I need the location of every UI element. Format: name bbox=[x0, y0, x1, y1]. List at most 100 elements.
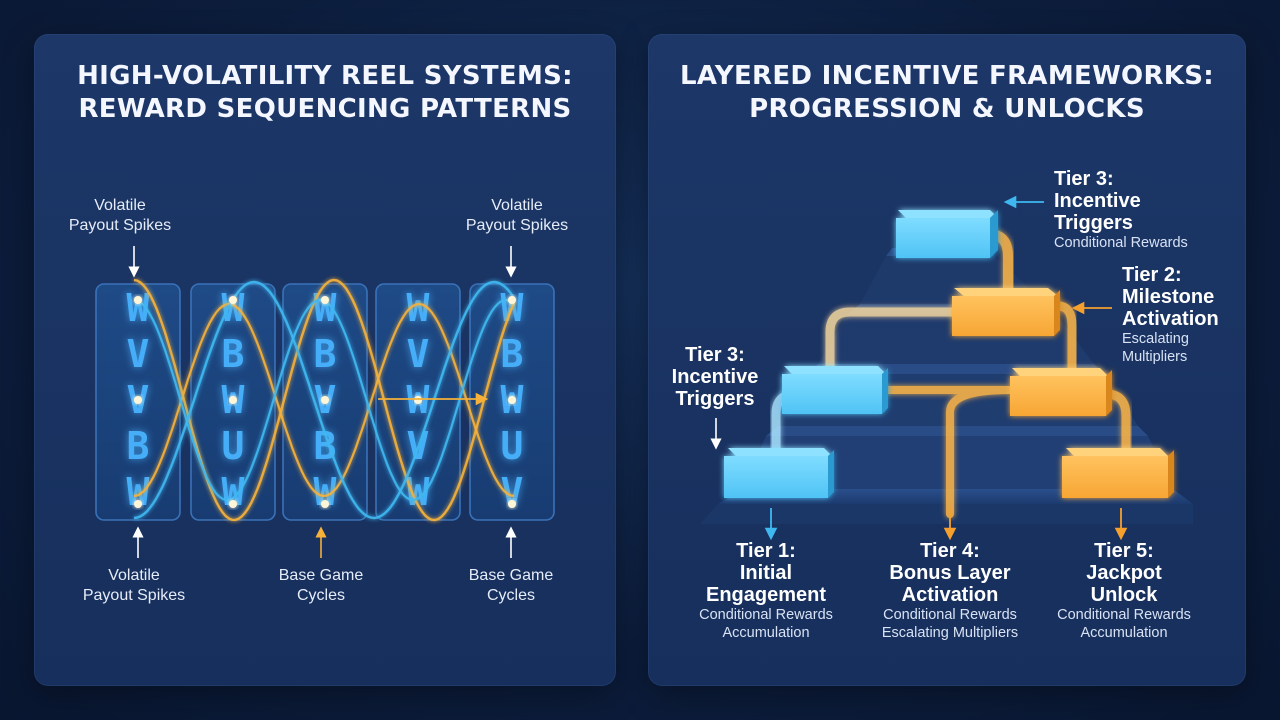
label-top-left: Volatile Payout Spikes bbox=[62, 196, 178, 236]
label-bottom-left: Volatile Payout Spikes bbox=[76, 566, 192, 606]
reward-waves bbox=[133, 278, 516, 522]
incentive-panel-title: LAYERED INCENTIVE FRAMEWORKS: PROGRESSIO… bbox=[648, 60, 1246, 126]
tier-5-line-1: Tier 5: bbox=[1094, 540, 1154, 562]
tier-4-line-1: Tier 4: bbox=[920, 540, 980, 562]
incentive-framework-panel: LAYERED INCENTIVE FRAMEWORKS: PROGRESSIO… bbox=[648, 34, 1246, 686]
tier-5-sub-1: Conditional Rewards bbox=[1057, 607, 1191, 623]
label-bottom-right-line-1: Base Game bbox=[468, 567, 554, 584]
label-bottom-mid-line-2: Cycles bbox=[296, 587, 345, 604]
block-tier2-orange bbox=[952, 288, 1060, 336]
block-mid-right-orange bbox=[1010, 368, 1112, 416]
tier-1-sub-2: Accumulation bbox=[722, 625, 810, 641]
tier-top-line-2: Incentive bbox=[1054, 190, 1141, 212]
wave-node-dot bbox=[229, 396, 237, 404]
tier-blocks bbox=[724, 210, 1174, 498]
reel-symbol: U bbox=[222, 424, 245, 468]
reel-panel-title: HIGH-VOLATILITY REEL SYSTEMS: REWARD SEQ… bbox=[34, 60, 616, 126]
label-top-left-line-1: Volatile bbox=[94, 197, 146, 214]
tier-4-sub-1: Conditional Rewards bbox=[883, 607, 1017, 623]
tier-5-line-3: Unlock bbox=[1090, 584, 1158, 606]
reel-symbol: W bbox=[127, 286, 150, 330]
incentive-title-line-1: LAYERED INCENTIVE FRAMEWORKS: bbox=[680, 61, 1214, 91]
tier-top-sub: Conditional Rewards bbox=[1054, 235, 1188, 251]
reel-symbol: B bbox=[314, 424, 337, 468]
tier-1-sub-1: Conditional Rewards bbox=[699, 607, 833, 623]
tier-4-label: Tier 4: Bonus Layer Activation Condition… bbox=[860, 540, 1040, 642]
wave-node-dot bbox=[508, 296, 516, 304]
tier-5-label: Tier 5: Jackpot Unlock Conditional Rewar… bbox=[1044, 540, 1204, 642]
block-bottom-right-orange bbox=[1062, 448, 1174, 498]
tier-4-sub-2: Escalating Multipliers bbox=[881, 625, 1019, 641]
reel-symbol: B bbox=[222, 332, 245, 376]
wave-node-dot bbox=[321, 296, 329, 304]
pipe-tier2-left bbox=[825, 307, 958, 381]
reward-wave-line bbox=[133, 278, 516, 522]
block-mid-left-blue bbox=[782, 366, 888, 414]
wave-node-dot bbox=[134, 396, 142, 404]
tier-left-line-3: Triggers bbox=[675, 388, 755, 410]
tier-right-line-1: Tier 2: bbox=[1122, 264, 1182, 286]
tier-pointer-arrows bbox=[710, 195, 1128, 541]
label-top-right: Volatile Payout Spikes bbox=[459, 196, 575, 236]
label-top-right-line-2: Payout Spikes bbox=[465, 217, 569, 234]
step-2-top bbox=[766, 426, 1148, 436]
wave-node-dot bbox=[134, 296, 142, 304]
reel-symbol: W bbox=[314, 286, 337, 330]
reward-wave-line bbox=[133, 280, 515, 520]
reel-symbol: V bbox=[407, 332, 430, 376]
reel-symbol: B bbox=[314, 332, 337, 376]
tier-top-line-3: Triggers bbox=[1054, 212, 1133, 234]
reel-symbol: W bbox=[407, 470, 430, 514]
pipe-mid-right-across bbox=[880, 386, 1011, 518]
wave-node-dot bbox=[321, 500, 329, 508]
reel-symbol: U bbox=[501, 424, 524, 468]
label-bottom-left-line-1: Volatile bbox=[108, 567, 160, 584]
tier-1-label: Tier 1: Initial Engagement Conditional R… bbox=[686, 540, 846, 642]
wave-node-dot bbox=[508, 396, 516, 404]
tier-left-line-1: Tier 3: bbox=[685, 344, 745, 366]
label-top-left-line-2: Payout Spikes bbox=[68, 217, 172, 234]
reel-systems-panel: HIGH-VOLATILITY REEL SYSTEMS: REWARD SEQ… bbox=[34, 34, 616, 686]
reel-title-line-1: HIGH-VOLATILITY REEL SYSTEMS: bbox=[77, 61, 573, 91]
label-top-right-line-1: Volatile bbox=[491, 197, 543, 214]
reel-diagram: WVVBWWBWUWWBVBWWVWVWWBWUV bbox=[95, 246, 555, 558]
label-bottom-right-line-2: Cycles bbox=[486, 587, 535, 604]
wave-node-dot bbox=[134, 500, 142, 508]
tier-right-sub-2: Multipliers bbox=[1122, 349, 1188, 365]
label-bottom-mid-line-1: Base Game bbox=[278, 567, 364, 584]
reel-symbol: W bbox=[222, 286, 245, 330]
tier-5-line-2: Jackpot bbox=[1086, 562, 1162, 584]
label-arrows bbox=[128, 246, 517, 558]
label-bottom-mid: Base Game Cycles bbox=[268, 566, 374, 606]
label-bottom-left-line-2: Payout Spikes bbox=[82, 587, 186, 604]
block-top-blue bbox=[896, 210, 998, 258]
tier-top-label: Tier 3: Incentive Triggers Conditional R… bbox=[1054, 168, 1188, 252]
tier-pyramid-diagram bbox=[700, 195, 1193, 541]
pipe-tier2-right bbox=[1053, 301, 1077, 383]
wave-node-dot bbox=[508, 500, 516, 508]
wave-node-dot bbox=[229, 500, 237, 508]
block-bottom-left-blue bbox=[724, 448, 834, 498]
reel-symbol: B bbox=[127, 424, 150, 468]
incentive-title-line-2: PROGRESSION & UNLOCKS bbox=[749, 94, 1145, 124]
reel-symbol: W bbox=[222, 470, 245, 514]
tier-5-sub-2: Accumulation bbox=[1080, 625, 1168, 641]
tier-left-label: Tier 3: Incentive Triggers bbox=[660, 344, 770, 410]
wave-node-dot bbox=[414, 396, 422, 404]
tier-4-line-2: Bonus Layer bbox=[889, 562, 1011, 584]
reel-title-line-2: REWARD SEQUENCING PATTERNS bbox=[78, 94, 572, 124]
tier-top-line-1: Tier 3: bbox=[1054, 168, 1114, 190]
reel-symbol: W bbox=[407, 286, 430, 330]
reel-symbol: B bbox=[501, 332, 524, 376]
tier-right-sub-1: Escalating bbox=[1122, 331, 1189, 347]
tier-right-line-2: Milestone bbox=[1122, 286, 1215, 308]
wave-node-dot bbox=[229, 296, 237, 304]
tier-left-line-2: Incentive bbox=[671, 366, 759, 388]
reel-symbol: W bbox=[127, 470, 150, 514]
reel-symbol: W bbox=[314, 470, 337, 514]
tier-1-line-1: Tier 1: bbox=[736, 540, 796, 562]
label-bottom-right: Base Game Cycles bbox=[458, 566, 564, 606]
tier-4-line-3: Activation bbox=[901, 584, 999, 606]
wave-node-dot bbox=[321, 396, 329, 404]
tier-1-line-3: Engagement bbox=[705, 584, 827, 606]
